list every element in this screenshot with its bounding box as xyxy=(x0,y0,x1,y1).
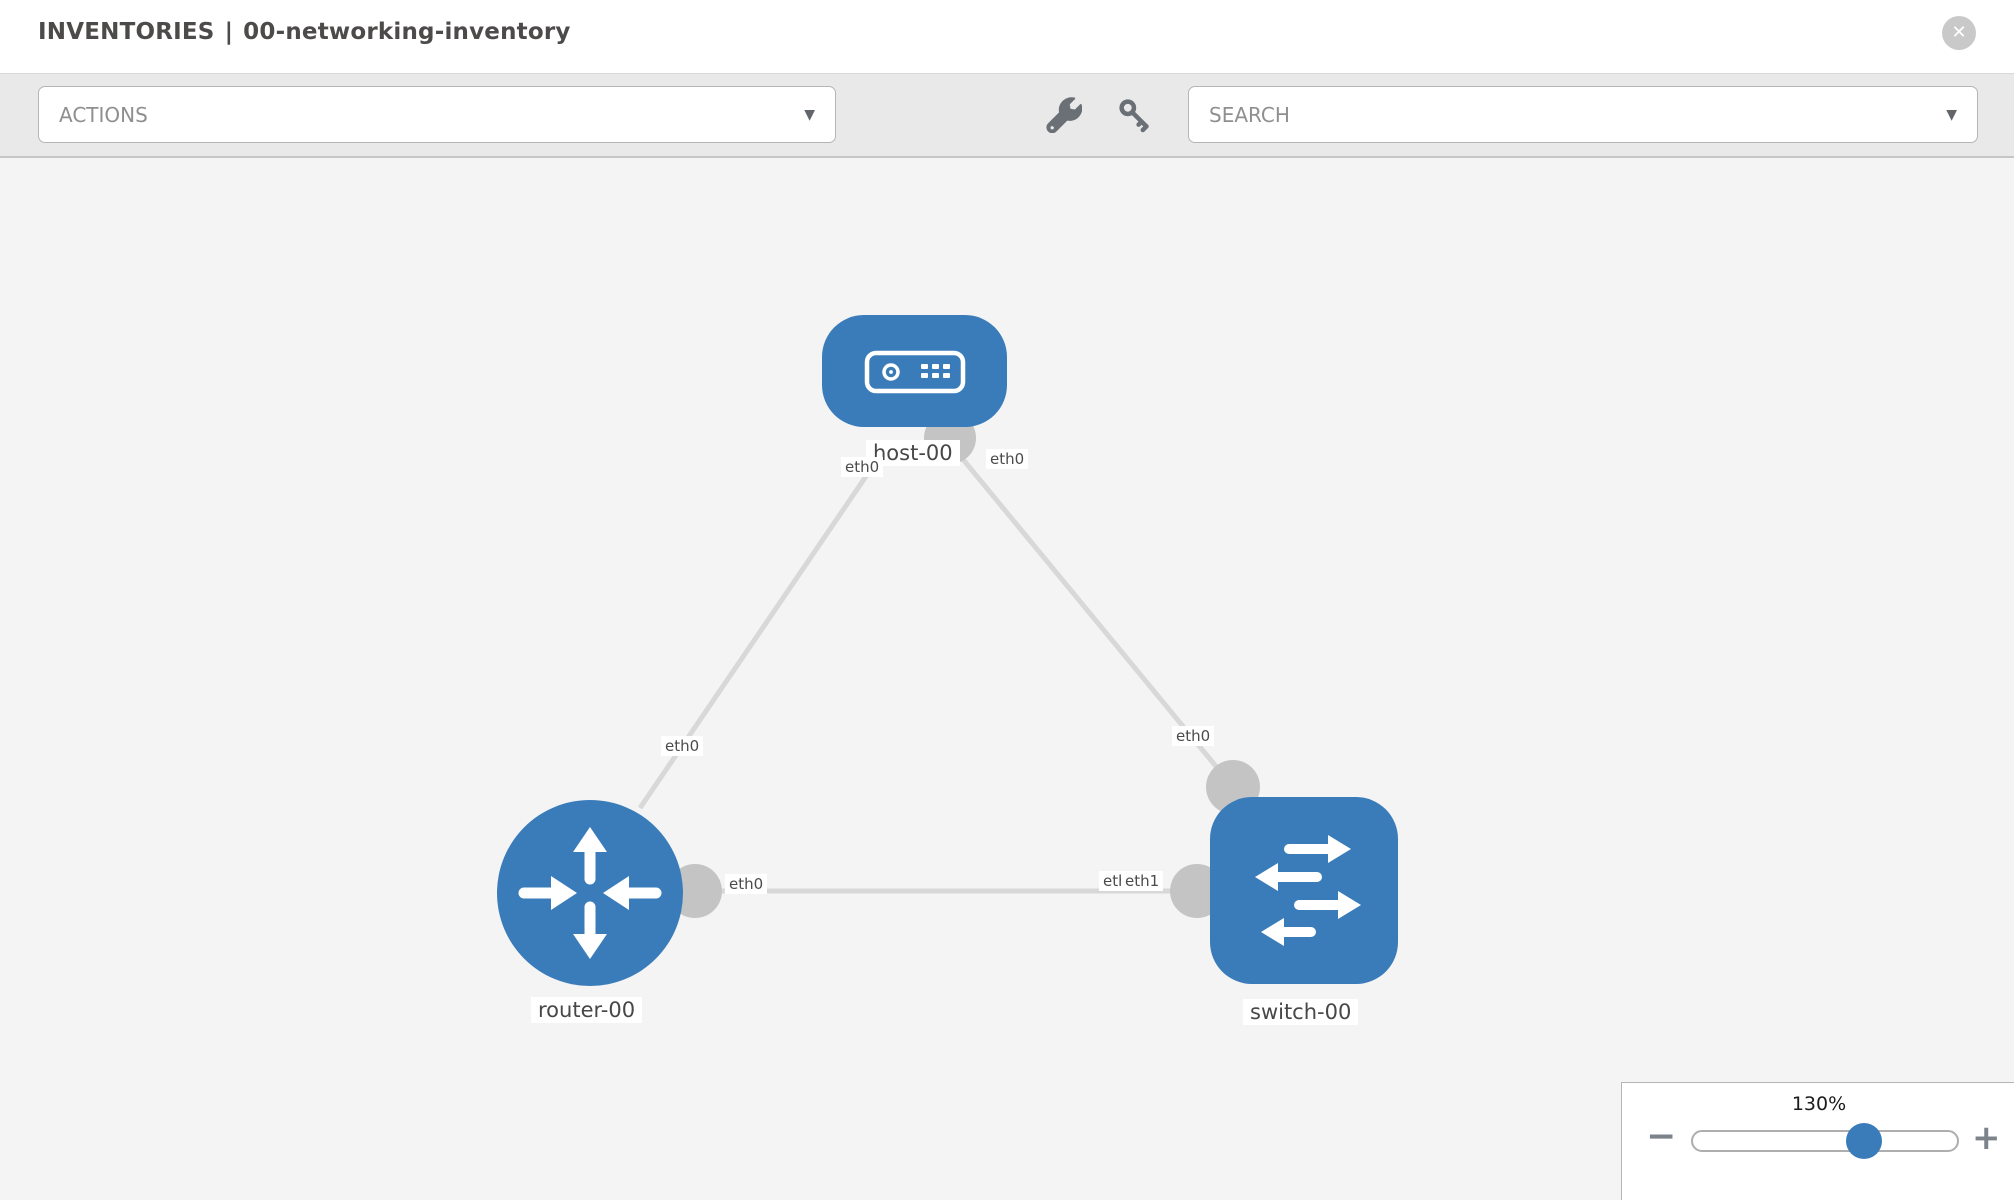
node-label-host-00: host-00 xyxy=(866,440,960,466)
zoom-slider-handle[interactable] xyxy=(1846,1123,1882,1159)
node-label-switch-00: switch-00 xyxy=(1243,999,1359,1025)
topology-svg xyxy=(497,315,1398,986)
toolbar: ACTIONS ▼ SEARCH ▼ xyxy=(0,73,2014,158)
node-switch-00[interactable] xyxy=(1210,797,1398,984)
close-icon: ✕ xyxy=(1951,22,1967,43)
zoom-panel: 130% − + xyxy=(1621,1082,2014,1200)
node-host-00[interactable] xyxy=(822,315,1007,427)
chevron-down-icon: ▼ xyxy=(804,106,815,123)
interface-label-router-eth0: eth0 xyxy=(725,874,768,894)
wrench-icon xyxy=(1046,97,1082,133)
search-dropdown-label: SEARCH xyxy=(1209,102,1290,127)
inventory-name: 00-networking-inventory xyxy=(243,19,571,45)
interface-label-switch-eth1: eth1 xyxy=(1121,871,1164,891)
breadcrumb-inventories[interactable]: INVENTORIES xyxy=(38,19,215,45)
actions-dropdown-label: ACTIONS xyxy=(59,102,148,127)
configure-tools-button[interactable] xyxy=(1040,87,1088,143)
actions-dropdown[interactable]: ACTIONS ▼ xyxy=(38,86,836,143)
node-router-00[interactable] xyxy=(497,800,683,986)
chevron-down-icon: ▼ xyxy=(1946,106,1957,123)
zoom-level: 130% xyxy=(1791,1093,1847,1115)
search-dropdown[interactable]: SEARCH ▼ xyxy=(1188,86,1978,143)
interface-label-router-link-eth0: eth0 xyxy=(661,736,704,756)
interface-label-host-eth0-left: eth0 xyxy=(841,457,884,477)
switch-arrows-icon xyxy=(1255,835,1361,946)
topology-canvas[interactable]: host-00 router-00 switch-00 eth0 eth0 et… xyxy=(0,158,2014,1200)
key-icon xyxy=(1119,99,1149,133)
page-title: INVENTORIES | 00-networking-inventory xyxy=(38,19,571,45)
server-icon xyxy=(864,350,966,394)
credentials-key-button[interactable] xyxy=(1111,87,1159,143)
interface-label-host-eth0-right: eth0 xyxy=(986,449,1029,469)
zoom-in-button[interactable]: + xyxy=(1972,1118,2001,1158)
zoom-out-button[interactable]: − xyxy=(1646,1116,1677,1157)
close-button[interactable]: ✕ xyxy=(1942,16,1976,50)
breadcrumb-separator: | xyxy=(224,19,234,45)
header: INVENTORIES | 00-networking-inventory ✕ xyxy=(0,0,2014,73)
node-label-router-00: router-00 xyxy=(531,997,643,1023)
zoom-slider[interactable] xyxy=(1691,1123,1959,1159)
router-arrows-icon xyxy=(518,827,662,959)
interface-label-switch-link-eth0: eth0 xyxy=(1172,726,1215,746)
